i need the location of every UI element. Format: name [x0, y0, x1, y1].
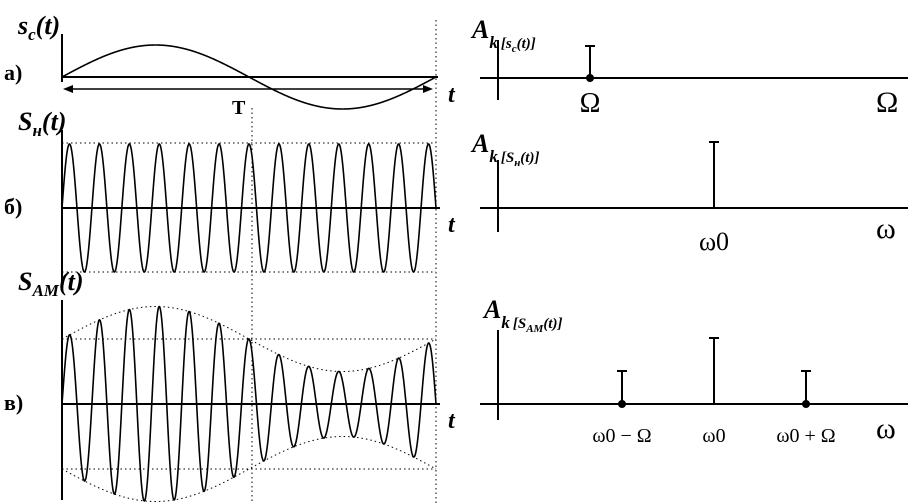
spectral-line-label: ω0 + Ω: [776, 425, 835, 447]
row-c: SAM(t) в) t Ak[SAM(t)] ω0 − Ω ω0 ω0 + Ω ω: [4, 267, 908, 502]
modulating-wave: [61, 44, 437, 110]
spectrum-lines-a: Ω: [580, 45, 601, 119]
spectrum-label-b: Ak[Sн(t)]: [470, 129, 539, 169]
signal-label-a: sc(t): [17, 11, 60, 44]
spectral-line-base-dot: [618, 400, 626, 408]
period-label: T: [232, 97, 246, 119]
spectrum-lines-c: ω0 − Ω ω0 ω0 + Ω: [592, 337, 836, 447]
period-arrow-right-head: [423, 85, 433, 93]
spectrum-label-c: Ak[SAM(t)]: [482, 295, 562, 335]
envelope-upper: [61, 306, 437, 372]
spectral-line-label: ω0: [699, 227, 729, 256]
spectral-line-base-dot: [802, 400, 810, 408]
envelope-lower: [61, 436, 437, 502]
frequency-axis-label-c: ω: [876, 412, 896, 445]
row-a: sc(t) а) t T Ak[sc(t)] Ω Ω: [4, 11, 908, 119]
row-letter-c: в): [4, 390, 23, 415]
frequency-axis-label-b: ω: [876, 212, 896, 245]
period-arrow-left-head: [63, 85, 73, 93]
am-wave: [61, 305, 437, 502]
spectral-line-label: ω0 − Ω: [592, 425, 651, 447]
spectral-line-base-dot: [586, 74, 594, 82]
frequency-axis-label-a: Ω: [876, 86, 898, 119]
spectrum-label-a: Ak[sc(t)]: [470, 15, 536, 55]
spectral-line-label: ω0: [702, 425, 725, 447]
row-letter-a: а): [4, 60, 22, 85]
time-axis-label-a: t: [448, 82, 456, 108]
spectrum-lines-b: ω0: [699, 141, 729, 256]
signal-label-c: SAM(t): [18, 267, 83, 300]
spectral-line-label: Ω: [580, 88, 601, 119]
row-letter-b: б): [4, 194, 22, 219]
carrier-wave: [61, 143, 437, 273]
time-axis-label-b: t: [448, 212, 456, 238]
time-axis-label-c: t: [448, 408, 456, 434]
row-b: Sн(t) б) t Ak[Sн(t)] ω0 ω: [4, 107, 908, 282]
signal-label-b: Sн(t): [18, 107, 66, 140]
